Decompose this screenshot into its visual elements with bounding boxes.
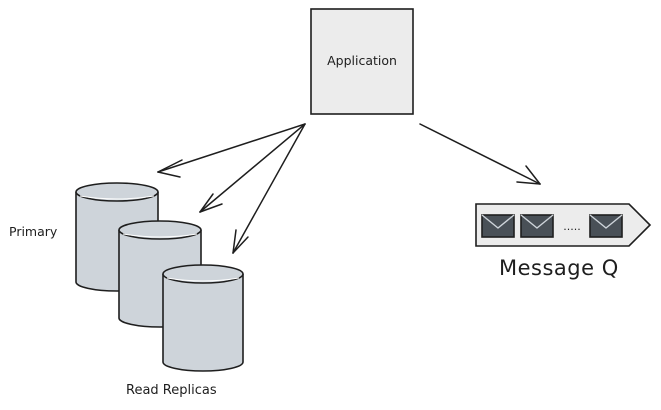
arrow-to-primary xyxy=(157,123,306,178)
read-replicas-label: Read Replicas xyxy=(126,383,217,398)
replica-database-icon xyxy=(162,264,244,372)
connections xyxy=(157,123,541,254)
queue-ellipsis: ····· xyxy=(563,223,580,236)
primary-label: Primary xyxy=(9,224,58,239)
application-node: Application xyxy=(310,8,414,115)
envelope-icon xyxy=(520,214,554,238)
envelope-icon xyxy=(589,214,623,238)
arrow-to-replica-1 xyxy=(199,123,306,213)
arrow-to-replica-2 xyxy=(232,123,306,254)
arrow-to-message-queue xyxy=(419,123,541,185)
message-queue-label: Message Q xyxy=(499,256,619,280)
envelope-icon xyxy=(481,214,515,238)
application-label: Application xyxy=(327,53,397,68)
message-queue: ····· xyxy=(475,203,652,247)
database-cluster xyxy=(75,182,244,372)
application-box xyxy=(310,8,414,115)
